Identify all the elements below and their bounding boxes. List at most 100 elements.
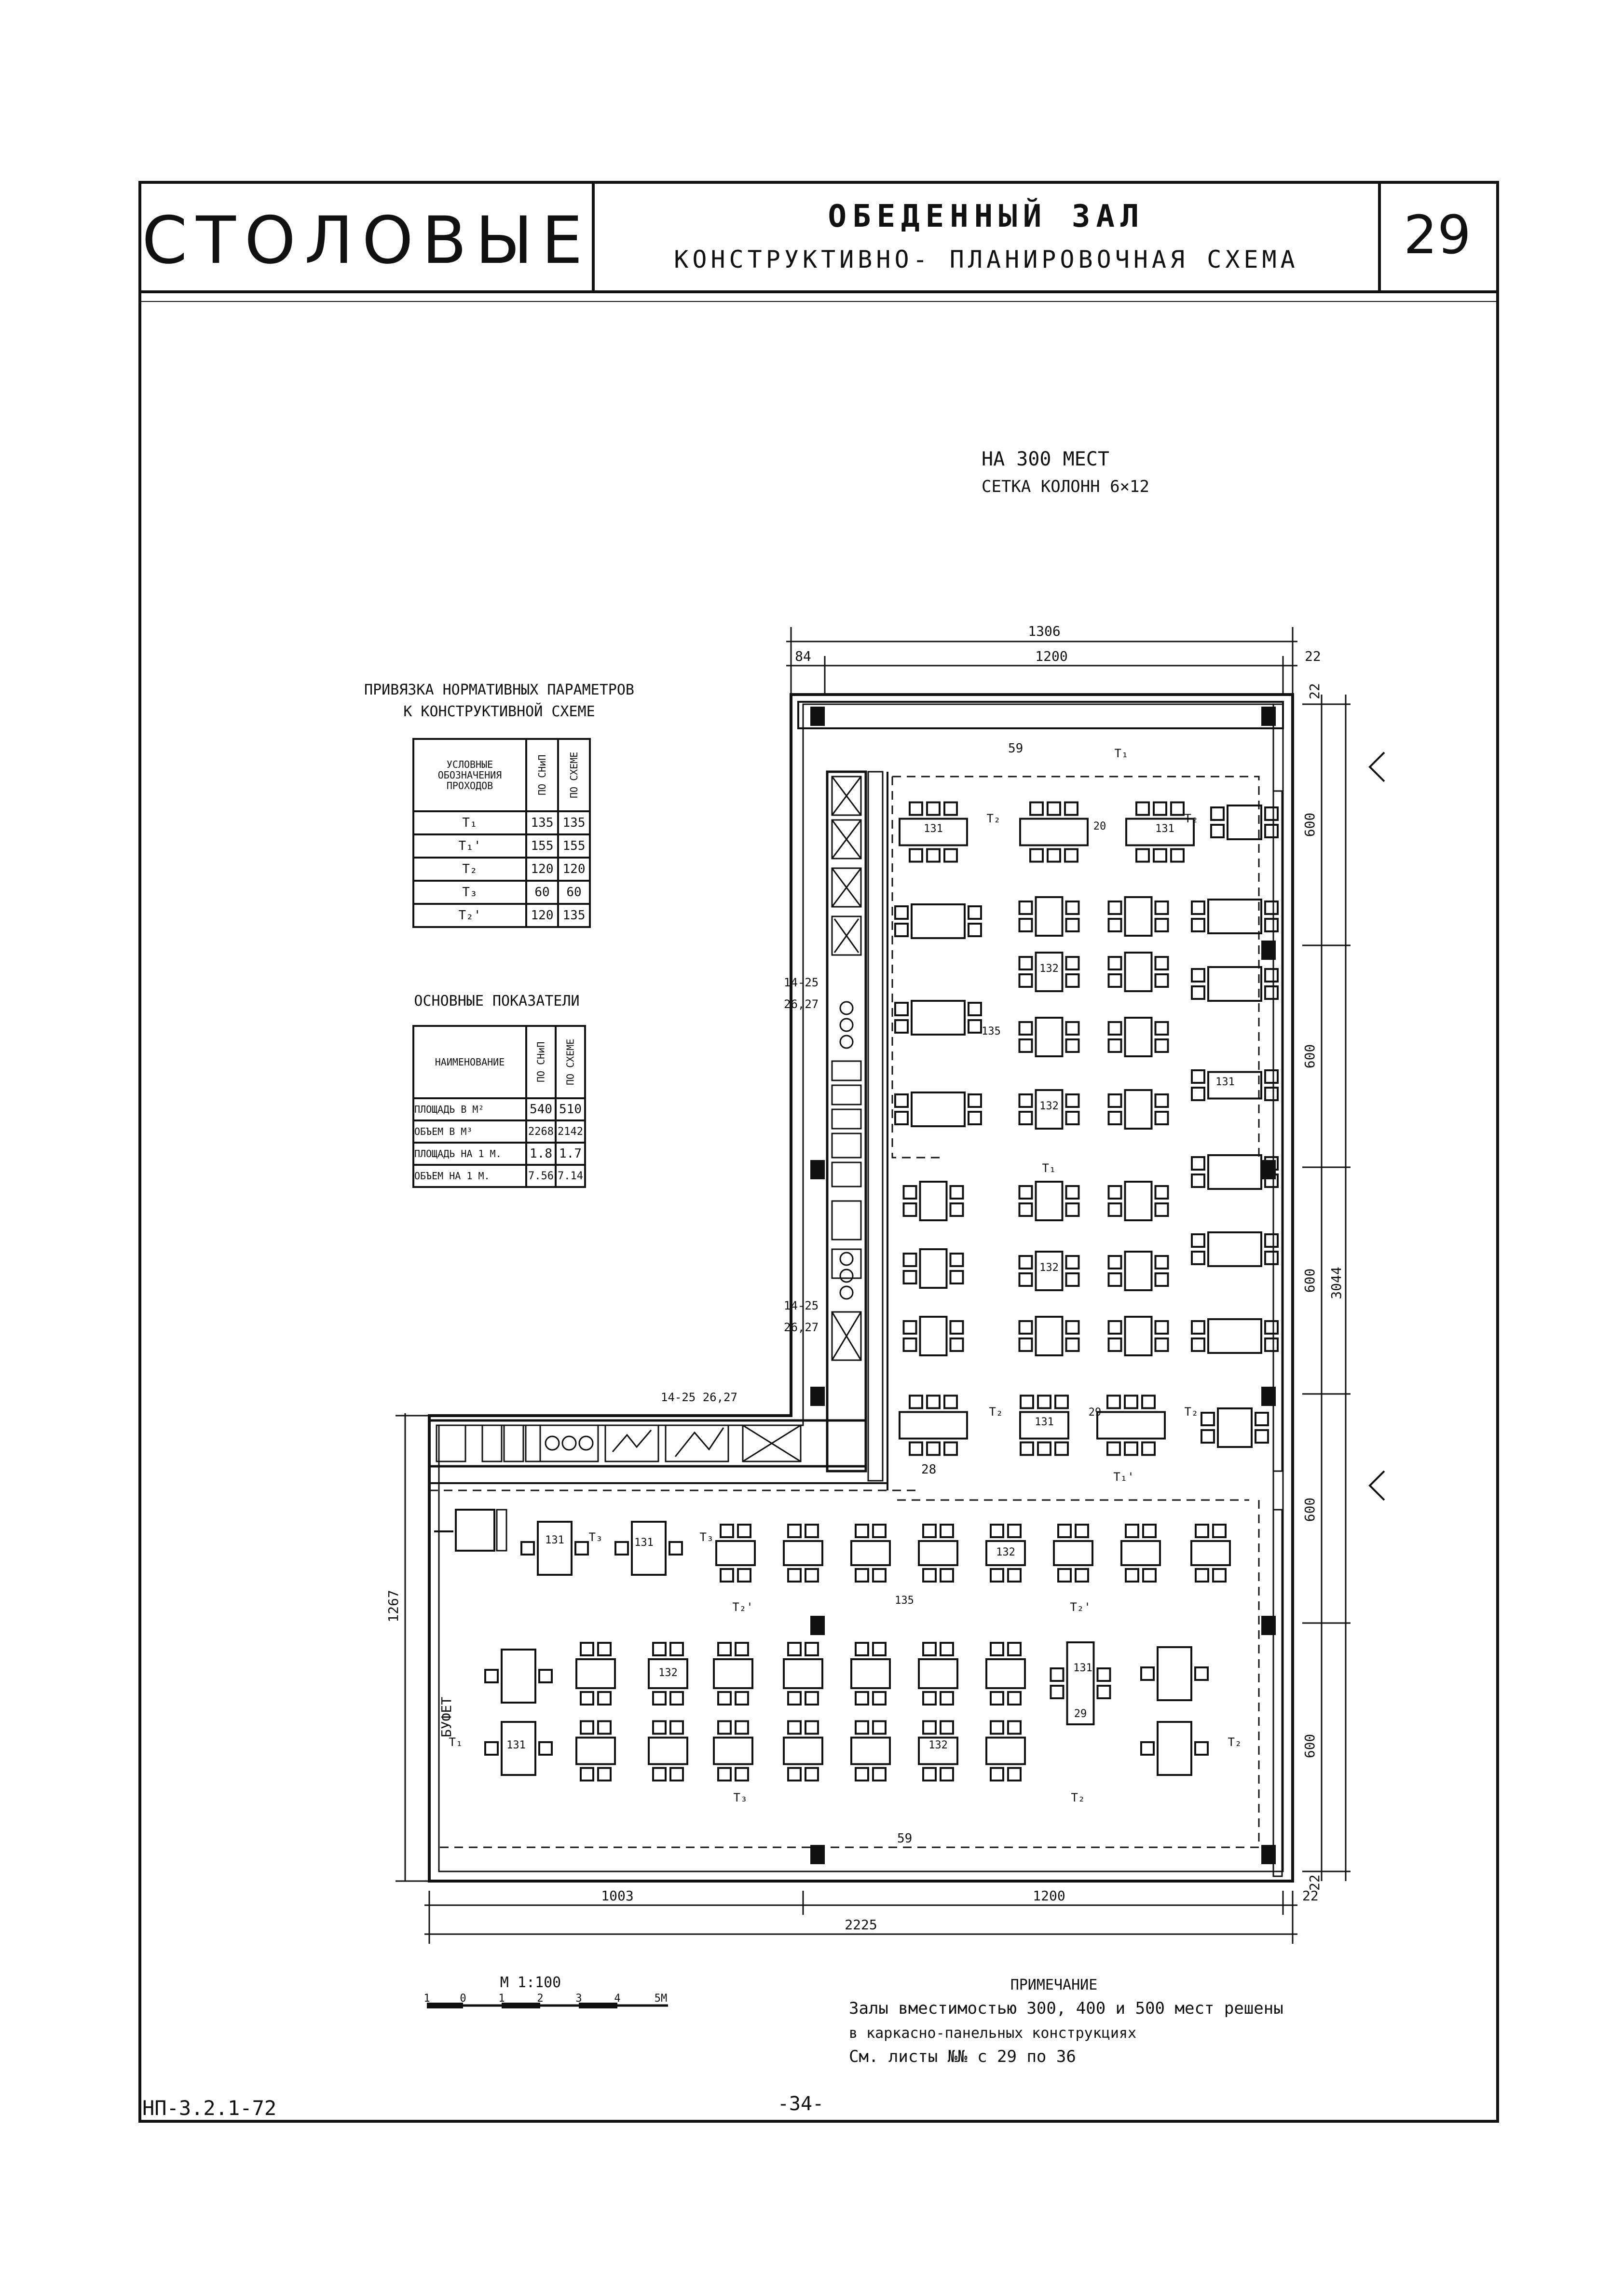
chair (922, 1767, 937, 1782)
norm-cell: 120 (525, 857, 559, 882)
table-code-132: 132 (1039, 1262, 1059, 1274)
table-code-131: 131 (1035, 1416, 1054, 1428)
chair (1107, 1272, 1122, 1287)
equipment-label-1b: 26,27 (784, 997, 819, 1011)
chair (669, 1541, 683, 1556)
table (850, 1658, 891, 1689)
chair (1018, 1038, 1033, 1053)
chair (787, 1691, 802, 1706)
indicator-cell: 1.8 (525, 1142, 557, 1166)
chair (926, 1441, 941, 1456)
table (1207, 966, 1262, 1002)
chair (1029, 801, 1044, 816)
table-code-131: 131 (545, 1534, 564, 1546)
table-code-132: 132 (1039, 963, 1059, 975)
table (919, 1181, 948, 1221)
dimension-lines (396, 627, 1385, 1944)
dim-bottom-main: 1200 (1033, 1888, 1065, 1904)
chair (1065, 1337, 1080, 1352)
norm-cell: Т₂ (412, 857, 527, 882)
chair (720, 1524, 734, 1538)
table (1207, 1154, 1262, 1190)
chair (1264, 901, 1279, 915)
chair (652, 1720, 667, 1735)
chair (894, 1019, 909, 1034)
chair (855, 1524, 869, 1538)
chair (943, 1394, 958, 1409)
norm-cell: Т₁ (412, 810, 527, 835)
passage-mark: Т₃ (700, 1530, 714, 1544)
chair (855, 1642, 869, 1656)
table (1207, 1071, 1262, 1100)
capacity-line-1: НА 300 МЕСТ (982, 448, 1109, 470)
chair (894, 905, 909, 920)
table (1124, 952, 1153, 992)
table (985, 1658, 1026, 1689)
table-code-135: 135 (895, 1595, 914, 1607)
scale-tick: 2 (537, 1992, 543, 2005)
chair (787, 1767, 802, 1782)
table (911, 1000, 966, 1036)
chair (787, 1642, 802, 1656)
dim-top-main: 1200 (1035, 648, 1067, 664)
chair (1191, 1087, 1205, 1101)
chair (805, 1691, 819, 1706)
chair (1075, 1568, 1089, 1583)
norm-cell: 120 (525, 903, 559, 928)
chair (1194, 1741, 1209, 1756)
table (1096, 1411, 1166, 1440)
chair (1154, 1202, 1169, 1217)
chair (1191, 1251, 1205, 1265)
chair (872, 1524, 887, 1538)
scale-tick: 3 (575, 1992, 582, 2005)
chair (1135, 848, 1150, 863)
table (1227, 805, 1262, 840)
chair (909, 801, 923, 816)
chair (597, 1642, 612, 1656)
indicator-cell: 1.7 (555, 1142, 586, 1166)
chair (855, 1691, 869, 1706)
section-title: СТОЛОВЫЕ (142, 203, 591, 278)
passage-mark: Т₁ (449, 1735, 463, 1749)
chair (1057, 1568, 1072, 1583)
chair (1007, 1642, 1022, 1656)
chair (805, 1767, 819, 1782)
chair (1065, 1093, 1080, 1108)
chair (652, 1767, 667, 1782)
indicator-cell: ПЛОЩАДЬ НА 1 М. (412, 1142, 527, 1166)
passage-mark: Т₃ (734, 1791, 748, 1804)
table (783, 1540, 823, 1566)
chair (1264, 1337, 1279, 1352)
scale-tick: 5М (655, 1992, 668, 2005)
chair (943, 848, 958, 863)
chair (1191, 968, 1205, 983)
table (713, 1736, 753, 1765)
chair (909, 1441, 923, 1456)
chair (1142, 1524, 1157, 1538)
chair (909, 848, 923, 863)
table-code-131: 131 (634, 1537, 654, 1549)
dim-top-left: 84 (795, 648, 811, 664)
chair (968, 1019, 982, 1034)
note-title: ПРИМЕЧАНИЕ (1010, 1977, 1098, 1993)
chair (1018, 1185, 1033, 1200)
passage-mark: Т₂ (989, 1405, 1003, 1419)
table (501, 1649, 536, 1704)
chair (894, 1111, 909, 1125)
chair (902, 1270, 917, 1284)
chair (1107, 1185, 1122, 1200)
scale-tick: 1 (498, 1992, 505, 2005)
table (575, 1736, 616, 1765)
chair (1210, 824, 1225, 838)
chair (1201, 1412, 1215, 1426)
passage-marks: Т₂ Т₂ Т₁ Т₁ Т₂ Т₂ Т₁' Т₃ Т₃ Т₂' Т₂' Т₁ Т… (449, 747, 1242, 1804)
chair (1153, 848, 1167, 863)
table (918, 1540, 958, 1566)
chair (1264, 1251, 1279, 1265)
chair (1107, 1255, 1122, 1269)
dim-top-right: 22 (1305, 648, 1321, 664)
table (1124, 1316, 1153, 1356)
chair (1029, 848, 1044, 863)
equipment-label-2a: 14-25 (784, 1299, 819, 1312)
